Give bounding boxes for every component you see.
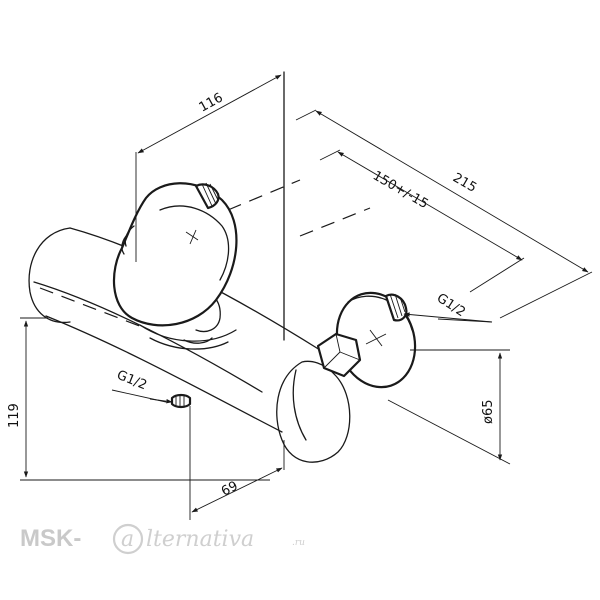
dim-116-label: 116	[197, 90, 226, 115]
dim-119-label: 119	[7, 403, 22, 428]
thread-right: G1/2	[403, 291, 493, 323]
thread-right-label: G1/2	[434, 291, 468, 320]
dimension-119: 119	[7, 317, 270, 481]
watermark-domain: .ru	[292, 538, 305, 548]
watermark-brand: MSK-	[20, 525, 81, 552]
handle-lever	[112, 182, 238, 333]
dim-150-label: 150+/-15	[370, 168, 431, 212]
dim-dia65-label: ø65	[481, 400, 496, 425]
watermark: MSK- a lternativa .ru	[20, 523, 305, 555]
bottom-outlet	[170, 393, 192, 409]
at-sign-letter: a	[121, 527, 134, 552]
dim-69-label: 69	[219, 479, 241, 500]
thread-bottom-label: G1/2	[115, 368, 149, 394]
watermark-script: lternativa	[146, 527, 254, 552]
dimension-dia65: ø65	[387, 349, 511, 465]
dimension-69: 69	[189, 406, 285, 520]
thread-bottom: G1/2	[111, 368, 173, 404]
dimension-150: 150+/-15	[319, 149, 525, 293]
dim-215-label: 215	[450, 170, 479, 195]
at-sign-icon	[112, 523, 144, 555]
wall-flange	[316, 291, 417, 389]
